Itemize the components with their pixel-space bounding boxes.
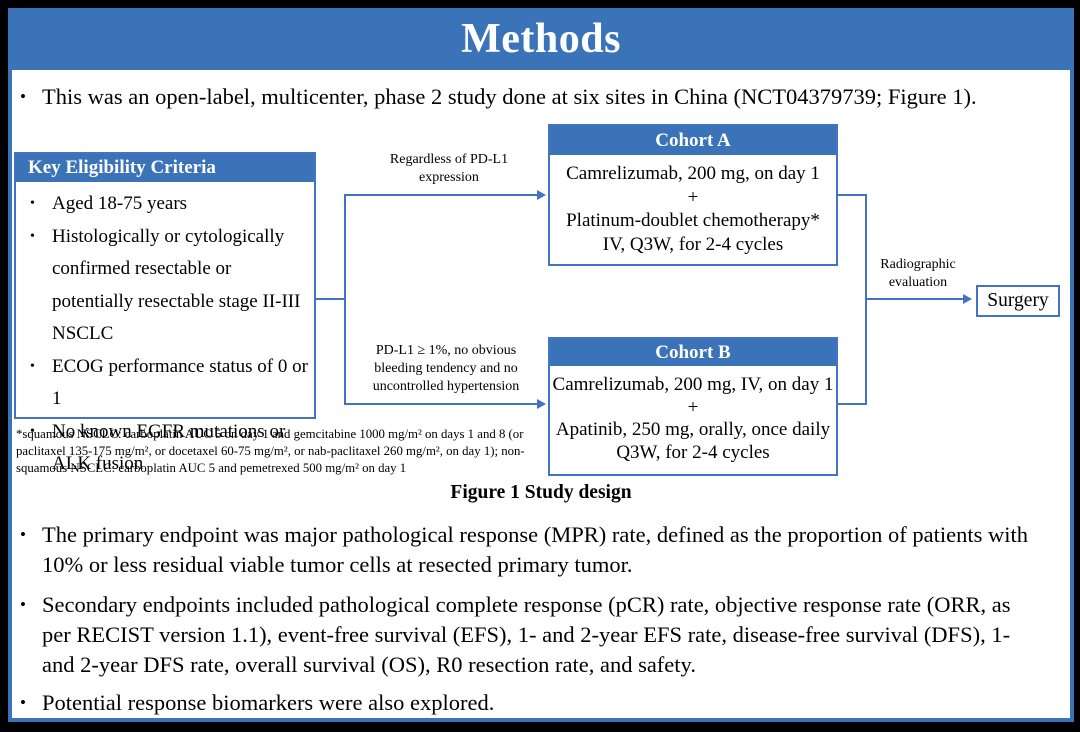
arrow-head-icon (963, 294, 972, 304)
cohort-b-line: + (687, 396, 699, 418)
primary-endpoint-bullet: • The primary endpoint was major patholo… (20, 520, 1036, 580)
title-bar: Methods (8, 8, 1074, 70)
primary-endpoint-text: The primary endpoint was major pathologi… (42, 522, 1029, 577)
eligibility-box: Key Eligibility Criteria • Aged 18-75 ye… (14, 152, 316, 474)
eligibility-item-text: ECOG performance status of 0 or 1 (52, 355, 308, 410)
eligibility-item: • Histologically or cytologically confir… (16, 221, 312, 351)
eligibility-list: • Aged 18-75 years • Histologically or c… (16, 182, 314, 481)
bullet-icon: • (20, 87, 26, 106)
connector-line (344, 194, 538, 196)
secondary-endpoints-text: Secondary endpoints included pathologica… (42, 592, 1011, 677)
intro-bullet-text: This was an open-label, multicenter, pha… (42, 84, 977, 109)
cohort-b-line: Q3W, for 2-4 cycles (616, 441, 770, 463)
connector-line (838, 194, 867, 196)
cohort-b-line: Camrelizumab, 200 mg, IV, on day 1 (552, 374, 834, 395)
branch-label-cohort-b: PD-L1 ≥ 1%, no obvious bleeding tendency… (372, 343, 520, 394)
bullet-icon: • (20, 693, 26, 712)
bullet-icon: • (30, 423, 35, 439)
connector-line (316, 298, 345, 300)
eligibility-item-text: No known EGFR mutations or ALK fusion (52, 420, 286, 475)
page-title: Methods (461, 16, 621, 62)
cohort-a-box: Cohort A Camrelizumab, 200 mg, on day 1 … (548, 124, 838, 266)
eligibility-header: Key Eligibility Criteria (16, 154, 314, 182)
bullet-icon: • (20, 525, 26, 544)
cohort-b-header: Cohort B (550, 339, 836, 366)
cohort-a-line: Camrelizumab, 200 mg, on day 1 (566, 163, 820, 184)
branch-label-cohort-a: Regardless of PD-L1 expression (389, 152, 509, 185)
cohort-b-body: Camrelizumab, 200 mg, IV, on day 1 + Apa… (550, 366, 836, 464)
chemotherapy-footnote: *squamous NSCLC: carboplatin AUC 5 on da… (16, 427, 525, 475)
cohort-b-box: Cohort B Camrelizumab, 200 mg, IV, on da… (548, 337, 838, 476)
arrow-head-icon (537, 399, 546, 409)
cohort-b-line: Apatinib, 250 mg, orally, once daily (555, 419, 831, 440)
eligibility-item: • ECOG performance status of 0 or 1 (16, 351, 312, 416)
connector-line (865, 298, 965, 300)
connector-line (344, 403, 538, 405)
intro-bullet: • This was an open-label, multicenter, p… (20, 83, 1050, 111)
biomarkers-bullet: • Potential response biomarkers were als… (20, 688, 1036, 718)
cohort-a-line: IV, Q3W, for 2-4 cycles (602, 233, 784, 255)
cohort-a-line: + (687, 186, 699, 208)
bullet-icon: • (30, 196, 35, 211)
bullet-icon: • (20, 595, 26, 614)
connector-line (838, 403, 867, 405)
figure-caption: Figure 1 Study design (450, 482, 632, 503)
biomarkers-text: Potential response biomarkers were also … (42, 690, 495, 715)
radiographic-evaluation-label: Radiographic evaluation (880, 257, 956, 290)
eligibility-item: • Aged 18-75 years (16, 188, 312, 221)
surgery-label: Surgery (987, 290, 1049, 311)
connector-line (344, 194, 346, 405)
cohort-a-body: Camrelizumab, 200 mg, on day 1 + Platinu… (550, 155, 836, 256)
arrow-head-icon (537, 190, 546, 200)
bullet-icon: • (30, 228, 35, 244)
bullet-icon: • (30, 358, 35, 374)
secondary-endpoints-bullet: • Secondary endpoints included pathologi… (20, 590, 1036, 680)
eligibility-item-text: Histologically or cytologically confirme… (52, 225, 301, 345)
cohort-a-header: Cohort A (550, 126, 836, 155)
eligibility-item-text: Aged 18-75 years (52, 193, 188, 214)
eligibility-item: • No known EGFR mutations or ALK fusion (16, 416, 312, 481)
surgery-box: Surgery (976, 285, 1060, 317)
cohort-a-line: Platinum-doublet chemotherapy* (566, 210, 820, 231)
